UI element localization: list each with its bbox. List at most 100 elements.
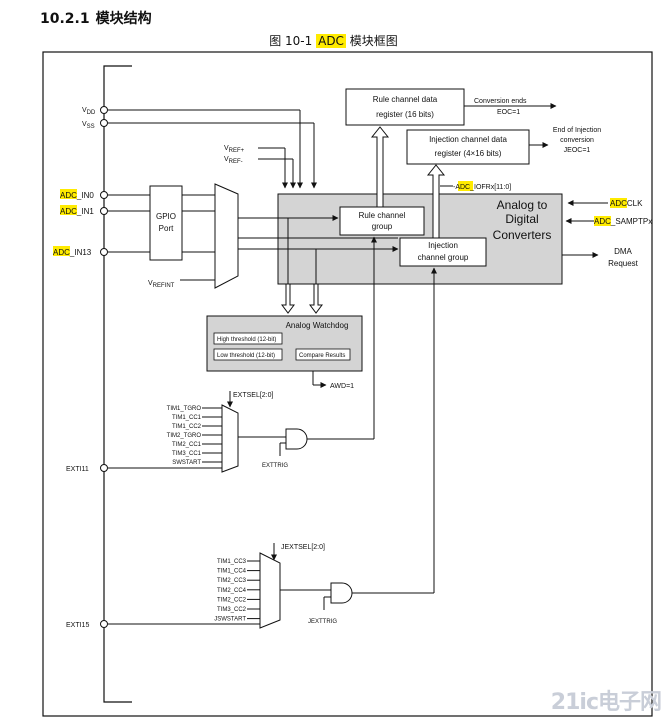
compare-results-box bbox=[295, 348, 351, 361]
vss-label: VSS bbox=[82, 121, 95, 130]
jext-input-label-3: TIM2_CC4 bbox=[217, 588, 247, 594]
samptp-label: ADC_SAMPTPx bbox=[594, 217, 652, 226]
dma-line2: Request bbox=[608, 259, 639, 268]
adc-block-line2: Digital bbox=[505, 212, 538, 226]
jextsel-label: JEXTSEL[2:0] bbox=[281, 544, 325, 551]
awd-arrow bbox=[312, 371, 327, 388]
exti11-pad bbox=[100, 464, 108, 472]
inj-reg-line2: register (4×16 bits) bbox=[435, 149, 502, 158]
jext-input-label-5: TIM3_CC2 bbox=[217, 607, 247, 613]
rule-reg-line1: Rule channel data bbox=[373, 95, 438, 104]
jexttrig-label: JEXTTRIG bbox=[308, 619, 337, 625]
low-threshold-box bbox=[213, 348, 283, 361]
ext-trigger-mux bbox=[221, 404, 239, 473]
eoc-label: EOC=1 bbox=[497, 109, 520, 116]
vss-pad bbox=[100, 119, 108, 127]
vref-plus-label: VREF+ bbox=[224, 145, 245, 154]
in0-highlight bbox=[60, 189, 77, 199]
jext-input-label-4: TIM2_CC2 bbox=[217, 597, 247, 603]
awd-label: AWD=1 bbox=[330, 383, 354, 390]
input-label-in0: ADC_IN0 bbox=[60, 191, 94, 200]
inj-reg-line1: Injection channel data bbox=[429, 135, 507, 144]
in0-pad bbox=[100, 191, 108, 199]
low-threshold-label: Low threshold (12-bit) bbox=[217, 353, 275, 359]
section-number: 10.2.1 bbox=[40, 11, 90, 27]
rule-group-line1: Rule channel bbox=[359, 211, 406, 220]
outer-frame bbox=[42, 51, 653, 717]
adc-block-line3: Converters bbox=[493, 228, 552, 242]
jext-trigger-lines bbox=[280, 267, 437, 610]
gpio-port bbox=[149, 185, 183, 261]
chip-boundary bbox=[103, 65, 132, 703]
rule-group-line2: group bbox=[372, 222, 393, 231]
section-title: 模块结构 bbox=[95, 11, 152, 27]
hollow-arrows bbox=[281, 126, 446, 314]
conversion-ends-label: Conversion ends bbox=[474, 98, 527, 105]
gpio-line1: GPIO bbox=[156, 212, 176, 221]
end-inj-line2: conversion bbox=[560, 137, 594, 144]
jext-input-label-1: TIM1_CC4 bbox=[217, 569, 247, 575]
gpio-line2: Port bbox=[159, 224, 174, 233]
samptp-highlight bbox=[594, 216, 611, 226]
compare-results-label: Compare Results bbox=[299, 353, 345, 359]
supply-lines bbox=[108, 109, 317, 189]
in1-highlight bbox=[60, 205, 77, 215]
dma-line1: DMA bbox=[614, 247, 632, 256]
ext-input-label-4: TIM2_CC1 bbox=[172, 442, 202, 448]
extsel-label: EXTSEL[2:0] bbox=[233, 392, 274, 399]
vdd-pad bbox=[100, 106, 108, 114]
jext-input-label-2: TIM2_CC3 bbox=[217, 578, 247, 584]
caption-prefix: 图 10-1 bbox=[269, 34, 313, 48]
iofr-overlay: -ADC_IOFRx[11:0] bbox=[453, 184, 511, 191]
vref-minus-label: VREF- bbox=[224, 156, 243, 165]
watermark: 21ic电子网 bbox=[550, 690, 662, 715]
caption-suffix: 模块框图 bbox=[349, 34, 398, 48]
exti11-label: EXTI11 bbox=[66, 466, 89, 473]
high-threshold-box bbox=[213, 332, 283, 345]
ext-input-label-3: TIM2_TGRO bbox=[167, 433, 202, 439]
ext-trigger-lines bbox=[238, 236, 377, 456]
ext-input-label-0: TIM1_TGRO bbox=[167, 406, 202, 412]
exti15-label: EXTI15 bbox=[66, 622, 89, 629]
input-label-in13: ADC_IN13 bbox=[53, 248, 92, 257]
vdd-label: VDD bbox=[82, 107, 96, 116]
adc-block-line1: Analog to bbox=[497, 198, 548, 212]
injection-channel-group bbox=[399, 237, 487, 267]
inj-group-line1: Injection bbox=[428, 241, 458, 250]
section-heading: 10.2.1 模块结构 bbox=[40, 8, 152, 28]
adcclk-label: ADCCLK bbox=[610, 199, 643, 208]
in13-pad bbox=[100, 248, 108, 256]
exti15-pad bbox=[100, 620, 108, 628]
vrefint-label: VREFINT bbox=[148, 280, 175, 289]
in1-pad bbox=[100, 207, 108, 215]
iofr-highlight bbox=[458, 181, 473, 191]
ext-input-label-2: TIM1_CC2 bbox=[172, 424, 202, 430]
injection-data-register bbox=[406, 129, 530, 165]
jext-and-gate bbox=[330, 582, 353, 604]
adcclk-highlight bbox=[610, 198, 627, 208]
rule-data-register bbox=[345, 88, 465, 126]
high-threshold-label: High threshold (12-bit) bbox=[217, 337, 276, 343]
caption-highlight: ADC bbox=[316, 34, 346, 48]
ext-input-label-1: TIM1_CC1 bbox=[172, 415, 202, 421]
ext-input-label-5: TIM3_CC1 bbox=[172, 451, 202, 457]
end-inj-line3: JEOC=1 bbox=[564, 147, 591, 154]
analog-mux bbox=[214, 183, 239, 289]
in13-highlight bbox=[53, 246, 70, 256]
figure-caption: 图 10-1 ADC 模块框图 bbox=[0, 32, 667, 49]
jext-trigger-mux bbox=[259, 552, 281, 629]
jext-input-list: TIM1_CC3TIM1_CC4TIM2_CC3TIM2_CC4TIM2_CC2… bbox=[214, 559, 260, 623]
watchdog-title: Analog Watchdog bbox=[286, 321, 349, 330]
rule-channel-group bbox=[339, 206, 425, 236]
input-label-in1: ADC_IN1 bbox=[60, 207, 94, 216]
jext-input-label-6: JSWSTART bbox=[214, 617, 246, 623]
exttrig-label: EXTTRIG bbox=[262, 463, 288, 469]
end-inj-line1: End of Injection bbox=[553, 127, 601, 134]
inj-group-line2: channel group bbox=[418, 253, 469, 262]
ext-input-label-6: SWSTART bbox=[172, 460, 201, 466]
ext-and-gate bbox=[285, 428, 308, 450]
jext-input-label-0: TIM1_CC3 bbox=[217, 559, 247, 565]
rule-reg-line2: register (16 bits) bbox=[376, 110, 434, 119]
